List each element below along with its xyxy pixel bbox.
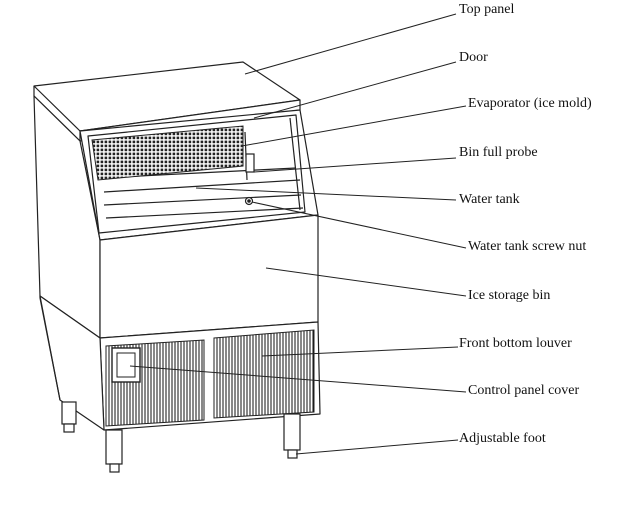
leader-top-panel [244,13,457,75]
label-water-tank-screw-nut: Water tank screw nut [468,239,587,254]
leader-evaporator [241,105,467,147]
leader-bin-full-probe [253,157,457,173]
leader-foot [295,439,459,455]
right-grille [213,329,315,419]
label-water-tank: Water tank [459,192,520,207]
bin-full-probe-body [245,153,255,173]
label-evaporator: Evaporator (ice mold) [468,96,592,111]
probe-parts [244,153,255,206]
leader-water-tank [195,187,457,201]
foot-right-front [283,413,301,451]
foot-left-front [105,429,123,465]
leader-screw-nut [251,201,467,249]
label-front-bottom-louver: Front bottom louver [459,336,572,351]
label-adjustable-foot: Adjustable foot [459,431,546,446]
label-ice-storage-bin: Ice storage bin [468,288,551,303]
evaporator-grid [91,125,244,181]
leader-control-cover [129,365,467,393]
foot-left-rear [61,401,77,425]
leader-ice-bin [265,267,467,297]
leader-door [253,61,457,119]
label-bin-full-probe: Bin full probe [459,145,538,160]
leader-lines [129,13,467,455]
feet [61,401,301,473]
label-top-panel: Top panel [459,2,515,17]
label-door: Door [459,50,488,65]
leader-louver [261,346,459,357]
label-control-panel-cover: Control panel cover [468,383,580,398]
